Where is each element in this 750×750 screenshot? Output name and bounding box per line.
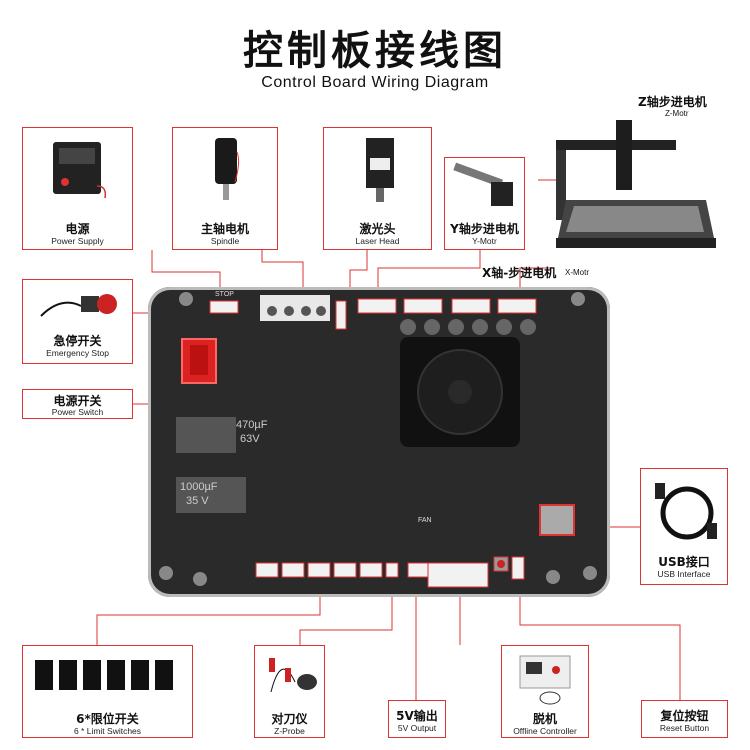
stop-label: STOP <box>215 291 234 298</box>
limit-switches-box: 6*限位开关 6 * Limit Switches <box>22 645 193 738</box>
line-limit <box>96 590 321 645</box>
laser-head-icon <box>366 138 394 202</box>
offline-controller-box: 脱机 Offline Controller <box>501 645 589 738</box>
output-5v-en: 5V Output <box>397 723 437 733</box>
y-motor-icon <box>453 162 513 206</box>
usb-cable-icon <box>655 483 717 540</box>
z-probe-icon <box>269 658 317 693</box>
line-reset <box>519 590 681 700</box>
board-graphic <box>159 292 597 588</box>
usb-box: USB接口 USB Interface <box>640 468 728 585</box>
power-supply-cn: 电源 <box>65 222 90 236</box>
laser-head-box: 激光头 Laser Head <box>323 127 432 250</box>
power-supply-en: Power Supply <box>51 236 104 246</box>
spindle-box: 主轴电机 Spindle <box>172 127 278 250</box>
output-5v-cn: 5V输出 <box>396 709 438 723</box>
limit-switches-icon <box>35 660 173 690</box>
offline-controller-icon <box>519 655 571 705</box>
power-switch-box: 电源开关 Power Switch <box>22 389 133 419</box>
z-probe-en: Z-Probe <box>274 726 305 736</box>
usb-cn: USB接口 <box>658 555 710 569</box>
limit-switches-cn: 6*限位开关 <box>76 712 139 726</box>
cnc-machine-icon <box>556 120 716 248</box>
spindle-cn: 主轴电机 <box>200 222 249 236</box>
y-motor-cn: Y轴步进电机 <box>450 222 519 236</box>
page-subtitle: Control Board Wiring Diagram <box>261 74 489 91</box>
power-switch-cn: 电源开关 <box>53 394 102 408</box>
line-power-supply <box>151 250 221 298</box>
line-spindle <box>261 250 304 300</box>
output-5v-box: 5V输出 5V Output <box>388 700 446 738</box>
power-switch-en: Power Switch <box>51 407 104 417</box>
reset-en: Reset Button <box>659 723 710 733</box>
fan-label: FAN <box>418 517 432 524</box>
spindle-icon <box>215 138 240 200</box>
control-board: STOP 470µF 63V 1000µF 35 V FAN <box>148 287 610 597</box>
offline-cn: 脱机 <box>532 712 557 726</box>
line-zprobe <box>299 592 393 645</box>
z-motor-en: Z-Motr <box>665 109 689 118</box>
power-supply-icon <box>53 142 107 199</box>
emergency-stop-box: 急停开关 Emergency Stop <box>22 279 133 364</box>
y-motor-en: Y-Motr <box>472 236 497 246</box>
x-motor-cn: X轴-步进电机 <box>482 266 557 280</box>
line-y-motor <box>377 250 481 298</box>
z-probe-box: 对刀仪 Z-Probe <box>254 645 325 738</box>
offline-en: Offline Controller <box>513 726 577 736</box>
emergency-stop-cn: 急停开关 <box>53 334 102 348</box>
power-supply-box: 电源 Power Supply <box>22 127 133 250</box>
cap-label-2: 63V <box>240 433 260 445</box>
x-motor-en: X-Motr <box>565 268 589 277</box>
emergency-stop-icon <box>40 294 117 317</box>
laser-head-en: Laser Head <box>355 236 400 246</box>
reset-cn: 复位按钮 <box>660 709 709 723</box>
cap-label-3: 1000µF <box>180 481 218 493</box>
limit-switches-en: 6 * Limit Switches <box>73 726 142 736</box>
z-probe-cn: 对刀仪 <box>271 712 308 726</box>
z-motor-cn: Z轴步进电机 <box>638 95 707 109</box>
y-motor-box: Y轴步进电机 Y-Motr <box>444 157 525 250</box>
laser-head-cn: 激光头 <box>359 222 396 236</box>
line-laser <box>349 250 368 300</box>
cnc-machine-image <box>556 120 718 262</box>
page-title: 控制板接线图 <box>243 28 507 74</box>
cap-label-4: 35 V <box>186 495 209 507</box>
reset-button-box: 复位按钮 Reset Button <box>641 700 728 738</box>
spindle-en: Spindle <box>210 236 240 246</box>
cap-label-1: 470µF <box>236 419 268 431</box>
emergency-stop-en: Emergency Stop <box>46 348 109 358</box>
usb-en: USB Interface <box>657 569 711 579</box>
